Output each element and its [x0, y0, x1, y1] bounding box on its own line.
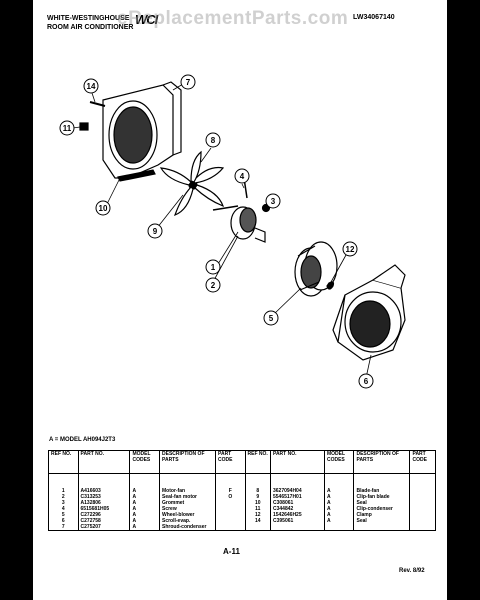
table-header-row: REF NO. PART NO. MODEL CODES DESCRIPTION…: [48, 450, 436, 474]
evaporator-scroll-part: [332, 264, 406, 361]
brand-line-2: ROOM AIR CONDITIONER: [47, 24, 134, 31]
svg-text:3: 3: [271, 197, 276, 206]
callout-3: 3: [265, 193, 281, 209]
callout-12: 12: [342, 241, 358, 257]
svg-text:7: 7: [186, 78, 191, 87]
callout-2: 2: [205, 277, 221, 293]
clip-condenser-part: [79, 122, 89, 131]
col-part-no-2: PART NO.: [269, 450, 325, 474]
col-ref-no: REF NO.: [48, 450, 79, 474]
page-number: A-11: [223, 547, 240, 556]
col-model-codes: MODEL CODES: [129, 450, 160, 474]
revision-date: Rev. 8/92: [399, 568, 425, 574]
brand-title: WHITE-WESTINGHOUSE ROOM AIR CONDITIONER: [47, 14, 133, 32]
col-part-no: PART NO.: [77, 450, 131, 474]
col-part-code: PART CODE: [215, 450, 246, 474]
callout-8: 8: [205, 132, 221, 148]
parts-list-table: REF NO. PART NO. MODEL CODES DESCRIPTION…: [48, 450, 436, 531]
callout-4: 4: [234, 168, 250, 184]
brand-line-1: WHITE-WESTINGHOUSE: [47, 15, 130, 22]
svg-text:4: 4: [240, 172, 245, 181]
callout-labels: 14 7 11 8 10 9 4 3 1 2 12 5 6: [59, 74, 374, 389]
svg-text:6: 6: [364, 377, 369, 386]
col-description: DESCRIPTION OF PARTS: [159, 450, 216, 474]
col-part-code-2: PART CODE: [409, 450, 436, 474]
svg-text:10: 10: [99, 204, 108, 213]
wci-logo: WCI: [135, 12, 158, 27]
col-model-codes-2: MODEL CODES: [323, 450, 355, 474]
col-description-2: DESCRIPTION OF PARTS: [353, 450, 411, 474]
screw-part-14: [89, 101, 106, 107]
parts-catalog-page: WHITE-WESTINGHOUSE ROOM AIR CONDITIONER …: [33, 0, 447, 600]
callout-5: 5: [263, 310, 279, 326]
model-code-note: A = MODEL AH094J2T3: [49, 437, 116, 443]
fan-blade-part: [159, 150, 225, 217]
svg-text:14: 14: [87, 82, 96, 91]
condenser-shroud-part: [102, 81, 182, 182]
fan-motor-part: [212, 205, 266, 243]
watermark: eReplacementParts.com: [117, 8, 349, 29]
exploded-parts-diagram: 14 7 11 8 10 9 4 3 1 2 12 5 6: [59, 74, 406, 389]
svg-text:8: 8: [211, 136, 216, 145]
svg-text:2: 2: [211, 281, 216, 290]
callout-6: 6: [358, 373, 374, 389]
callout-1: 1: [205, 259, 221, 275]
col-ref-no-2: REF NO.: [244, 450, 271, 474]
svg-text:12: 12: [346, 245, 355, 254]
callout-11: 11: [59, 120, 75, 136]
svg-text:1: 1: [211, 263, 216, 272]
svg-text:9: 9: [153, 227, 158, 236]
clamp-part: [326, 281, 335, 290]
blower-wheel-part: [294, 241, 338, 297]
svg-text:5: 5: [269, 314, 274, 323]
callout-9: 9: [147, 223, 163, 239]
callout-7: 7: [180, 74, 196, 90]
callout-14: 14: [83, 78, 99, 94]
callout-10: 10: [95, 200, 111, 216]
model-number: LW34067140: [353, 14, 395, 21]
svg-text:11: 11: [63, 124, 72, 133]
